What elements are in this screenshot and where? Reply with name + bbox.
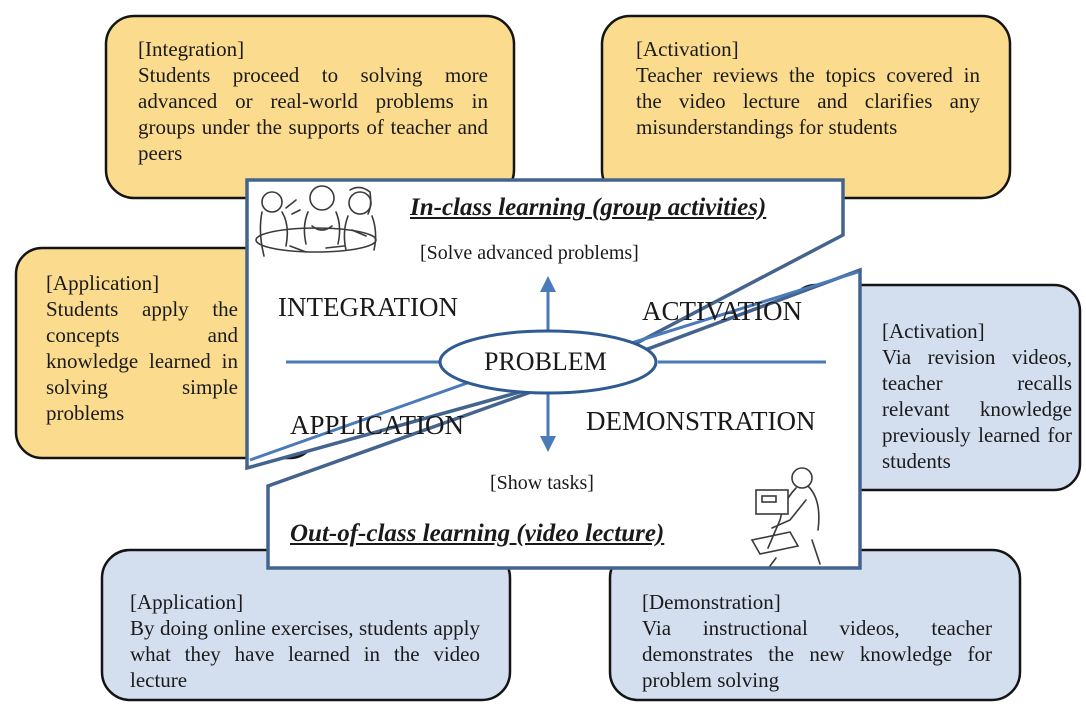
in-class-title: In-class learning (group activities) (410, 194, 767, 221)
diagonal-down-left (249, 380, 471, 462)
arrow-up (540, 276, 556, 292)
application-in-class-heading: [Application] (46, 271, 160, 295)
demonstration-heading: [Demonstration] (642, 590, 781, 614)
integration-box-text: [Integration] Students proceed to solvin… (138, 36, 488, 166)
activation-in-class-heading: [Activation] (636, 37, 739, 61)
demonstration-body: Via instructional videos, teacher demons… (642, 616, 992, 692)
person-at-laptop-icon (750, 467, 821, 567)
activation-in-class-body: Teacher reviews the topics covered in th… (636, 63, 980, 139)
integration-box-heading: [Integration] (138, 37, 245, 61)
application-in-class-box-text: [Application] Students apply the concept… (46, 270, 238, 426)
show-tasks-note: [Show tasks] (490, 472, 594, 494)
application-label: APPLICATION (290, 410, 465, 440)
activation-label: ACTIVATION (642, 296, 802, 326)
activation-in-class-box-text: [Activation] Teacher reviews the topics … (636, 36, 980, 140)
problem-label: PROBLEM (484, 347, 607, 376)
application-out-class-box-text: [Application] By doing online exercises,… (130, 589, 480, 693)
in-class-panel (245, 178, 845, 471)
out-class-title: Out-of-class learning (video lecture) (290, 520, 665, 547)
integration-box-body: Students proceed to solving more advance… (138, 63, 488, 165)
diagonal-up-right (624, 270, 859, 347)
demonstration-label: DEMONSTRATION (586, 406, 816, 436)
activation-out-class-body: Via revision videos, teacher recalls rel… (882, 345, 1072, 473)
activation-out-class-box-text: [Activation] Via revision videos, teache… (882, 318, 1072, 474)
application-out-class-heading: [Application] (130, 590, 244, 614)
activation-out-class-heading: [Activation] (882, 319, 985, 343)
arrow-down (540, 436, 556, 452)
application-in-class-body: Students apply the concepts and knowledg… (46, 297, 238, 425)
integration-label: INTEGRATION (278, 292, 458, 322)
solve-advanced-problems-note: [Solve advanced problems] (420, 242, 639, 264)
application-out-class-body: By doing online exercises, students appl… (130, 616, 480, 692)
students-group-discussion-icon (255, 185, 377, 257)
demonstration-box-text: [Demonstration] Via instructional videos… (642, 589, 992, 693)
problem-ellipse (438, 329, 658, 395)
